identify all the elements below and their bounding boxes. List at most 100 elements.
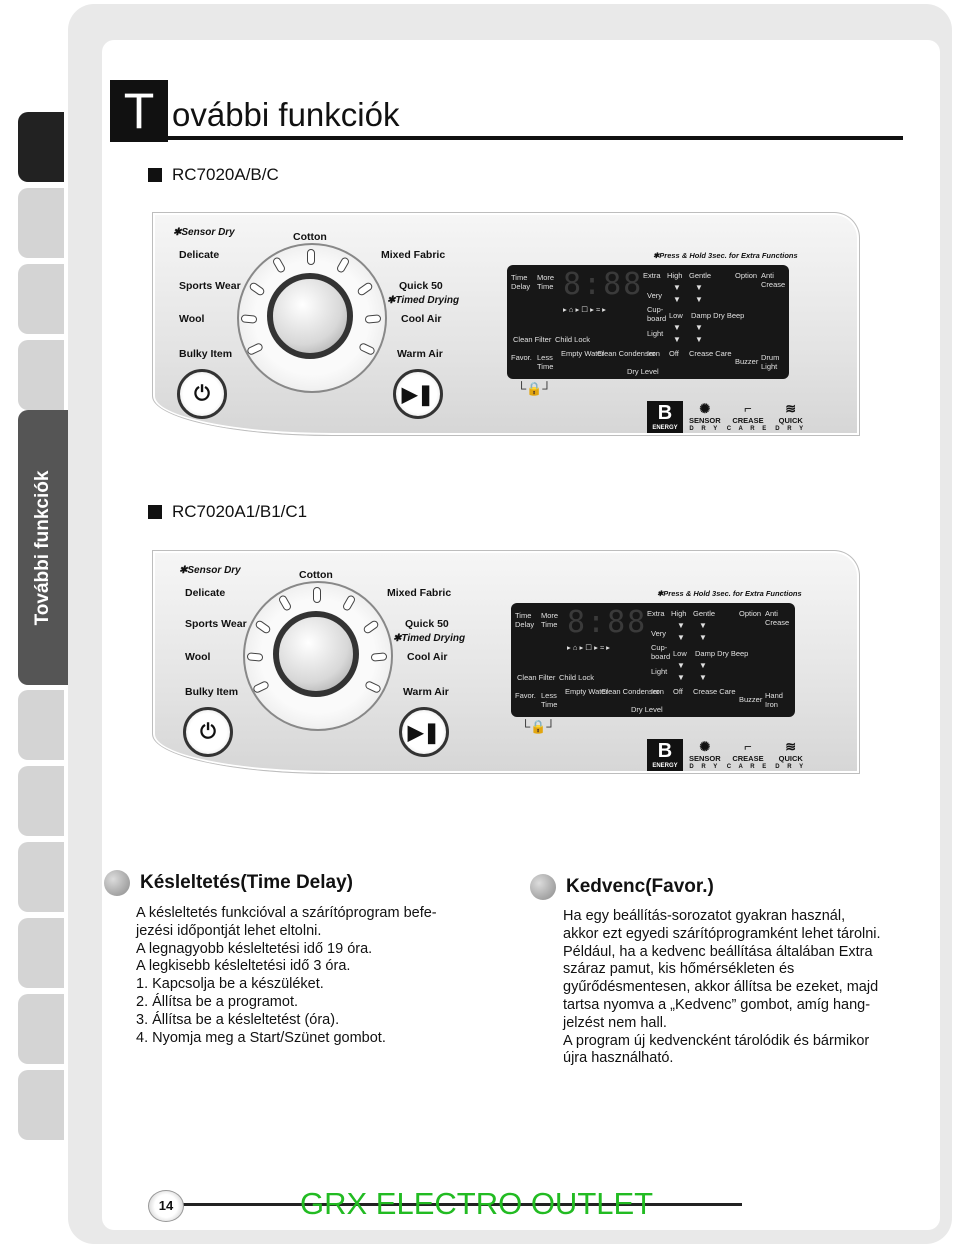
down-arrow-icon: ▼ — [699, 661, 707, 670]
program-sports-wear[interactable]: Sports Wear — [179, 280, 241, 292]
program-mixed-fabric[interactable]: Mixed Fabric — [381, 249, 446, 261]
program-mixed-fabric[interactable]: Mixed Fabric — [387, 587, 452, 599]
program-delicate[interactable]: Delicate — [179, 249, 220, 261]
level-iron: Iron — [647, 349, 660, 358]
side-tab[interactable] — [18, 264, 64, 334]
level-light: Light — [647, 329, 664, 338]
text-line: 1. Kapcsolja be a készüléket. — [136, 976, 324, 993]
down-arrow-icon: ▼ — [699, 633, 707, 642]
program-dial-knob[interactable] — [267, 273, 353, 359]
program-quick-50[interactable]: Quick 50 — [405, 618, 449, 630]
section-heading-favor: Kedvenc(Favor.) — [530, 874, 714, 900]
program-warm-air[interactable]: Warm Air — [403, 686, 449, 698]
power-button[interactable]: ⏻ — [183, 707, 233, 757]
option-damp-dry-beep: Damp Dry Beep — [691, 311, 745, 320]
extra-functions-hint: ✱Press & Hold 3sec. for Extra Functions — [657, 589, 802, 598]
extra-functions-hint: ✱Press & Hold 3sec. for Extra Functions — [653, 251, 798, 260]
text-line: gyűrődésmentesen, akkor állítsa be ezeke… — [563, 979, 879, 996]
text-line: A program új kedvencként tárolódik és bá… — [563, 1032, 870, 1049]
down-arrow-icon: ▼ — [673, 295, 681, 304]
text-line: jezési időpontját lehet eltolni. — [136, 922, 322, 939]
program-warm-air[interactable]: Warm Air — [397, 348, 443, 360]
program-dial-knob[interactable] — [273, 611, 359, 697]
dial-tick — [240, 314, 258, 324]
option-crease-care: Crease Care — [689, 349, 732, 358]
option-button[interactable]: Option — [739, 609, 762, 618]
text-line: 4. Nyomja meg a Start/Szünet gombot. — [136, 1029, 386, 1046]
dial-tick — [246, 652, 264, 662]
down-arrow-icon: ▼ — [695, 295, 703, 304]
program-bulky-item[interactable]: Bulky Item — [185, 686, 239, 698]
power-button[interactable]: ⏻ — [177, 369, 227, 419]
down-arrow-icon: ▼ — [677, 621, 685, 630]
start-pause-button[interactable]: ▶❚ — [399, 707, 449, 757]
text-line: A legkisebb késleltetési idő 3 óra. — [136, 958, 351, 975]
program-quick-50[interactable]: Quick 50 — [399, 280, 443, 292]
program-bulky-item[interactable]: Bulky Item — [179, 348, 233, 360]
text-line: Ha egy beállítás-sorozatot gyakran haszn… — [563, 908, 846, 924]
section-body-delay: A késleltetés funkcióval a szárítóprogra… — [136, 905, 437, 1047]
program-delicate[interactable]: Delicate — [185, 587, 226, 599]
side-tab[interactable] — [18, 994, 64, 1064]
text-line: akkor ezt egyedi szárítóprogramként lehe… — [563, 925, 881, 942]
program-sports-wear[interactable]: Sports Wear — [185, 618, 247, 630]
program-wool[interactable]: Wool — [179, 313, 205, 325]
side-section-tab[interactable] — [18, 410, 68, 685]
program-cotton[interactable]: Cotton — [293, 231, 327, 243]
section-heading-delay: Késleltetés(Time Delay) — [104, 870, 353, 896]
side-tab-active[interactable] — [18, 112, 64, 182]
play-pause-icon: ▶❚ — [401, 383, 435, 406]
sensor-dry-label: ✱Sensor Dry — [179, 565, 241, 576]
section-title: Kedvenc(Favor.) — [566, 876, 714, 897]
program-cool-air[interactable]: Cool Air — [407, 651, 448, 663]
side-tab[interactable] — [18, 1070, 64, 1140]
model-name: RC7020A/B/C — [172, 165, 279, 184]
buzzer-button[interactable]: Buzzer — [739, 695, 763, 704]
option-button[interactable]: Option — [735, 271, 758, 280]
side-tab[interactable] — [18, 340, 64, 410]
model-heading-2: RC7020A1/B1/C1 — [148, 502, 307, 522]
side-tab[interactable] — [18, 188, 64, 258]
text-line: újra használható. — [563, 1050, 674, 1067]
cycle-status-icons: ▸ ⌂ ▸ ☐ ▸ ≈ ▸ — [563, 305, 606, 314]
dry-level-button[interactable]: Dry Level — [631, 705, 663, 714]
level-off: Off — [669, 349, 679, 358]
text-line: Például, ha a kedvenc beállítása általáb… — [563, 943, 873, 960]
level-off: Off — [673, 687, 683, 696]
side-tab[interactable] — [18, 842, 64, 912]
sensor-dry-icon: ✺ — [699, 739, 711, 754]
favorite-button[interactable]: Favor. — [511, 353, 532, 362]
title-initial: T — [110, 80, 168, 142]
level-very: Very — [651, 629, 667, 638]
buzzer-button[interactable]: Buzzer — [735, 357, 759, 366]
side-tab[interactable] — [18, 766, 64, 836]
side-tab[interactable] — [18, 690, 64, 760]
dry-level-button[interactable]: Dry Level — [627, 367, 659, 376]
down-arrow-icon: ▼ — [695, 283, 703, 292]
option-gentle: Gentle — [693, 609, 716, 618]
side-tab[interactable] — [18, 918, 64, 988]
favorite-button[interactable]: Favor. — [515, 691, 536, 700]
dial-tick — [313, 587, 321, 603]
control-panel-1: ✱Sensor Dry Cotton Delicate Mixed Fabric… — [152, 212, 860, 436]
program-cool-air[interactable]: Cool Air — [401, 313, 442, 325]
start-pause-button[interactable]: ▶❚ — [393, 369, 443, 419]
program-wool[interactable]: Wool — [185, 651, 211, 663]
level-extra: Extra — [647, 609, 665, 618]
program-cotton[interactable]: Cotton — [299, 569, 333, 581]
